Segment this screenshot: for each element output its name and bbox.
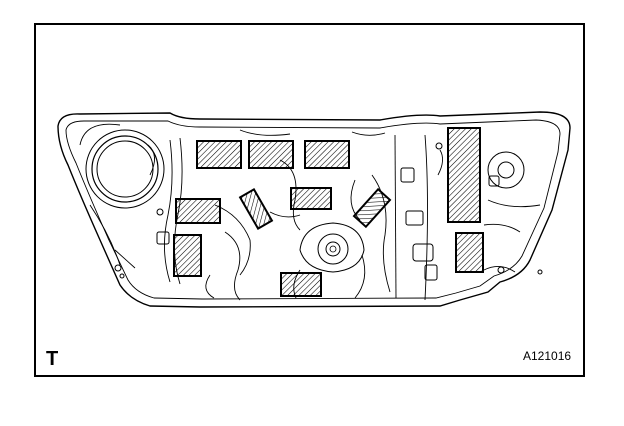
left-speaker-hole [79, 123, 165, 209]
damping-pad [280, 272, 322, 297]
panel-inner-flange [65, 119, 561, 300]
damping-pad [238, 188, 274, 230]
damping-pads [173, 127, 484, 297]
damping-pad [455, 232, 484, 273]
center-boss [299, 222, 365, 273]
damping-pad [304, 140, 350, 169]
panel-outline [57, 111, 571, 308]
damping-pad [175, 198, 221, 224]
damping-pad [290, 187, 332, 210]
damping-pad [248, 140, 294, 169]
view-label: T [46, 348, 59, 370]
damping-pad [173, 234, 202, 277]
damping-pad [196, 140, 242, 169]
figure-id: A121016 [523, 349, 572, 363]
damping-pad [352, 187, 392, 229]
figure-frame [34, 23, 585, 377]
panel-small-openings [114, 142, 543, 281]
right-circular-hole [487, 151, 525, 189]
damping-pad [447, 127, 481, 223]
